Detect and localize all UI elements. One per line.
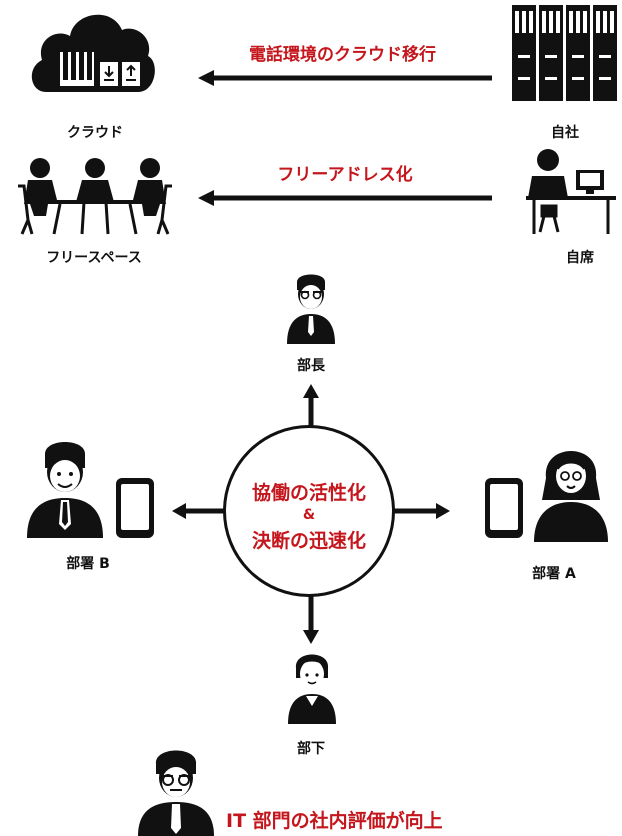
up-arrow	[301, 384, 321, 428]
free-space-label: フリースペース	[46, 250, 142, 266]
dept-b-smartphone-icon	[114, 476, 156, 540]
left-arrow-row1	[198, 70, 492, 86]
subordinate-label: 部下	[297, 741, 325, 757]
footer-text: IT 部門の社内評価が向上	[226, 810, 443, 832]
meeting-table-icon	[10, 156, 180, 236]
desk-worker-icon	[524, 148, 616, 234]
right-arrow-hub	[394, 502, 450, 520]
manager-label: 部長	[297, 358, 325, 374]
subordinate-person-icon	[284, 648, 340, 724]
hub-line-3: 決断の迅速化	[251, 530, 366, 552]
left-arrow-row2	[198, 190, 492, 206]
dept-a-smartphone-icon	[483, 476, 525, 540]
cloud-label: クラウド	[67, 125, 123, 141]
dept-a-label: 部署 A	[532, 566, 576, 582]
manager-person-icon	[283, 270, 339, 344]
onprem-label: 自社	[551, 125, 579, 141]
free-address-title: フリーアドレス化	[277, 165, 413, 185]
fixed-desk-label: 自席	[566, 250, 594, 266]
hub-line-2: &	[302, 507, 316, 523]
hub-line-1: 協働の活性化	[251, 482, 366, 504]
down-arrow	[301, 596, 321, 644]
dept-b-label: 部署 B	[66, 556, 110, 572]
cloud-server-icon	[28, 4, 158, 96]
left-arrow-hub	[172, 502, 226, 520]
it-staff-person-icon	[136, 744, 216, 836]
dept-a-person-icon	[530, 438, 612, 542]
cloud-migration-title: 電話環境のクラウド移行	[249, 45, 436, 65]
hub-circle: 協働の活性化 & 決断の迅速化	[223, 425, 395, 597]
server-rack-icon	[512, 5, 618, 101]
dept-b-person-icon	[25, 438, 105, 538]
